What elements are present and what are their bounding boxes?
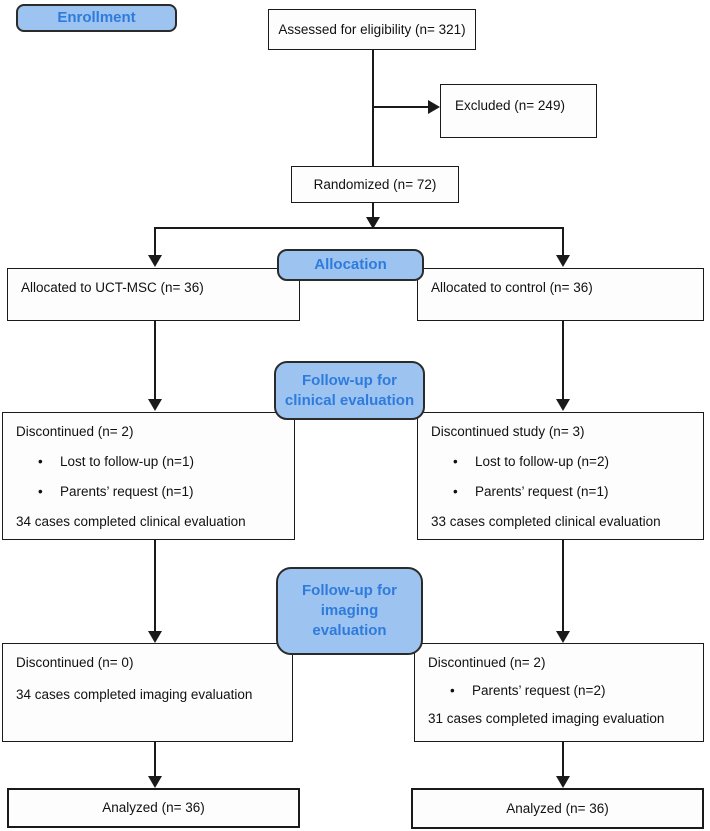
- stage-label-enrollment: Enrollment: [16, 4, 177, 32]
- arrow-down-icon: [148, 255, 162, 267]
- stage-label-text: Allocation: [314, 256, 387, 273]
- connector-line: [154, 229, 156, 255]
- box-assessed-label: Assessed for eligibility (n= 321): [278, 21, 466, 37]
- box-allocated-uct-msc: Allocated to UCT-MSC (n= 36): [7, 268, 300, 321]
- stage-label-text: Follow-up for: [302, 371, 397, 389]
- connector-line: [154, 227, 564, 229]
- arrow-down-icon: [556, 776, 570, 788]
- arrow-down-icon: [556, 399, 570, 411]
- box-clinical-discontinued-left: Discontinued (n= 2) • Lost to follow-up …: [2, 412, 295, 540]
- stage-label-text: clinical evaluation: [284, 391, 415, 409]
- bullet-list: • Lost to follow-up (n=2) • Parents’ req…: [431, 453, 690, 501]
- list-item: • Parents’ request (n=1): [16, 483, 281, 501]
- box-excluded: Excluded (n= 249): [440, 84, 597, 138]
- connector-line: [154, 321, 156, 399]
- arrow-down-icon: [556, 255, 570, 267]
- box-imaging-discontinued-left: Discontinued (n= 0) 34 cases completed i…: [2, 643, 293, 742]
- connector-line: [154, 742, 156, 776]
- bullet-icon: •: [453, 484, 458, 499]
- box-analyzed-left: Analyzed (n= 36): [7, 788, 300, 828]
- arrow-right-icon: [428, 100, 440, 114]
- stage-label-text: Follow-up for: [302, 582, 397, 599]
- discontinued-title: Discontinued (n= 2): [428, 655, 546, 670]
- connector-line: [562, 321, 564, 399]
- stage-label-text: imaging: [320, 602, 379, 619]
- bullet-text: Parents’ request (n=1): [60, 484, 194, 499]
- list-item: • Lost to follow-up (n=1): [16, 453, 281, 471]
- connector-line: [562, 742, 564, 776]
- box-randomized-label: Randomized (n= 72): [313, 176, 437, 192]
- completed-text: 34 cases completed clinical evaluation: [16, 514, 246, 529]
- bullet-list: • Parents’ request (n=2): [428, 682, 690, 700]
- bullet-icon: •: [38, 484, 43, 499]
- completed-text: 34 cases completed imaging evaluation: [16, 687, 253, 702]
- box-analyzed-right: Analyzed (n= 36): [411, 788, 704, 829]
- connector-line: [373, 106, 429, 108]
- list-item: • Lost to follow-up (n=2): [431, 453, 690, 471]
- connector-line: [372, 203, 374, 219]
- bullet-text: Lost to follow-up (n=2): [475, 454, 609, 469]
- box-analyzed-left-label: Analyzed (n= 36): [102, 800, 205, 815]
- box-excluded-label: Excluded (n= 249): [455, 98, 565, 113]
- discontinued-title: Discontinued study (n= 3): [431, 424, 585, 439]
- box-randomized: Randomized (n= 72): [291, 166, 459, 203]
- bullet-text: Parents’ request (n=2): [472, 683, 606, 698]
- connector-line: [562, 229, 564, 255]
- box-allocated-control: Allocated to control (n= 36): [417, 268, 704, 321]
- bullet-icon: •: [450, 683, 455, 698]
- arrow-down-icon: [148, 399, 162, 411]
- box-analyzed-right-label: Analyzed (n= 36): [506, 800, 609, 816]
- box-allocated-uct-msc-label: Allocated to UCT-MSC (n= 36): [21, 280, 204, 295]
- stage-label-followup-imaging: Follow-up for imaging evaluation: [276, 567, 423, 655]
- stage-label-text: Enrollment: [57, 9, 136, 26]
- stage-label-followup-clinical: Follow-up for clinical evaluation: [274, 361, 425, 420]
- arrow-down-icon: [366, 217, 380, 229]
- bullet-text: Parents’ request (n=1): [475, 484, 609, 499]
- stage-label-allocation: Allocation: [277, 249, 424, 281]
- completed-text: 33 cases completed clinical evaluation: [431, 514, 661, 529]
- discontinued-title: Discontinued (n= 2): [16, 424, 134, 439]
- box-assessed: Assessed for eligibility (n= 321): [268, 9, 476, 50]
- bullet-text: Lost to follow-up (n=1): [60, 454, 194, 469]
- arrow-down-icon: [556, 631, 570, 643]
- box-allocated-control-label: Allocated to control (n= 36): [431, 280, 593, 295]
- completed-text: 31 cases completed imaging evaluation: [428, 711, 665, 726]
- bullet-icon: •: [453, 454, 458, 469]
- connector-line: [562, 540, 564, 631]
- discontinued-title: Discontinued (n= 0): [16, 655, 134, 670]
- connector-line: [154, 540, 156, 631]
- list-item: • Parents’ request (n=1): [431, 483, 690, 501]
- connector-line: [372, 50, 374, 166]
- list-item: • Parents’ request (n=2): [428, 682, 690, 700]
- box-imaging-discontinued-right: Discontinued (n= 2) • Parents’ request (…: [414, 643, 704, 742]
- bullet-icon: •: [38, 454, 43, 469]
- box-clinical-discontinued-right: Discontinued study (n= 3) • Lost to foll…: [417, 412, 704, 540]
- bullet-list: • Lost to follow-up (n=1) • Parents’ req…: [16, 453, 281, 501]
- stage-label-text: evaluation: [312, 622, 387, 639]
- arrow-down-icon: [148, 776, 162, 788]
- arrow-down-icon: [148, 631, 162, 643]
